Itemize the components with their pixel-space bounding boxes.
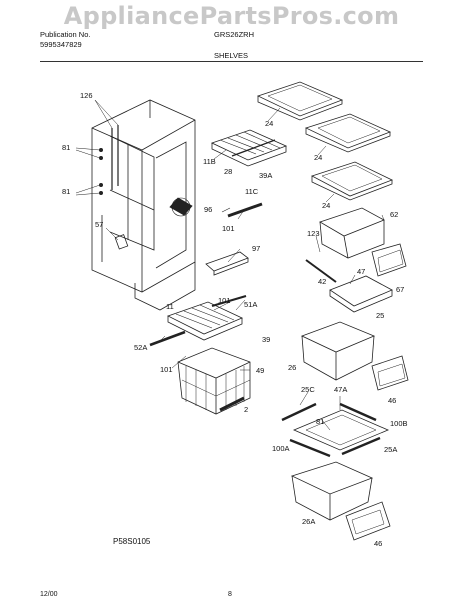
callout-28: 28 — [224, 167, 232, 176]
callout-101-lower: 101 — [160, 365, 173, 374]
crisper-pan-62 — [319, 207, 385, 259]
section-title: SHELVES — [214, 51, 249, 60]
callout-81-cover: 81 — [316, 417, 324, 426]
callout-100a: 100A — [272, 444, 290, 453]
callout-26a: 26A — [302, 517, 315, 526]
callout-97: 97 — [252, 244, 260, 253]
callout-46-lower: 46 — [374, 539, 382, 548]
callout-11: 11 — [166, 302, 174, 311]
callout-126: 126 — [80, 91, 93, 100]
rail-100b — [339, 402, 377, 422]
callout-39: 39 — [262, 335, 270, 344]
crisper-bin-46-lower — [345, 501, 391, 541]
wire-shelf-11 — [166, 294, 247, 341]
model-number: GRS26ZRH — [214, 30, 255, 39]
callout-51a: 51A — [244, 300, 257, 309]
diagram-code: P58S0105 — [113, 537, 151, 546]
callout-49: 49 — [256, 366, 264, 375]
glass-shelf-middle — [304, 113, 392, 153]
callout-100b: 100B — [390, 419, 408, 428]
glass-shelf-top — [256, 81, 344, 121]
rail-11c — [227, 202, 263, 218]
callout-25c: 25C — [301, 385, 315, 394]
crisper-pan-26a — [290, 461, 374, 521]
crisper-cover-47 — [329, 275, 393, 313]
glass-shelf-lower — [310, 161, 394, 201]
rail-2 — [219, 396, 245, 412]
publication-label: Publication No. — [40, 30, 91, 39]
rail-42 — [305, 259, 337, 283]
callout-47: 47 — [357, 267, 365, 276]
footer-date: 12/00 — [40, 591, 58, 598]
callout-24-middle: 24 — [314, 153, 322, 162]
callout-labels: 126 81 81 57 24 24 24 11B 28 39A 11C 96 … — [62, 91, 408, 548]
callout-42: 42 — [318, 277, 326, 286]
crisper-bin-46-upper — [371, 355, 409, 391]
callout-39a: 39A — [259, 171, 272, 180]
wire-shelf-11b — [210, 129, 288, 167]
callout-62: 62 — [390, 210, 398, 219]
callout-123: 123 — [307, 229, 320, 238]
callout-11c: 11C — [245, 187, 259, 196]
callout-11b: 11B — [203, 157, 216, 166]
callout-101-middle: 101 — [218, 296, 231, 305]
screw-96 — [221, 207, 231, 213]
callout-46-upper: 46 — [388, 396, 396, 405]
header-rule — [40, 61, 423, 62]
callout-24-lower: 24 — [322, 201, 330, 210]
rail-52a — [149, 330, 186, 347]
wire-basket-49 — [177, 347, 251, 415]
callout-96: 96 — [204, 205, 212, 214]
footer-page-number: 8 — [228, 591, 232, 598]
callout-25: 25 — [376, 311, 384, 320]
callout-2: 2 — [244, 405, 248, 414]
shelf-support-97 — [205, 251, 249, 276]
callout-26: 26 — [288, 363, 296, 372]
callout-47a: 47A — [334, 385, 347, 394]
watermark: AppliancePartsPros.com — [63, 2, 400, 30]
publication-number: 5995347829 — [40, 40, 82, 49]
callout-81-upper: 81 — [62, 143, 70, 152]
callout-101-upper: 101 — [222, 224, 235, 233]
rail-100a — [289, 438, 331, 458]
leader-lines — [157, 107, 385, 431]
rail-25c — [281, 402, 317, 422]
cover-glass-lower — [292, 409, 390, 451]
callout-25a: 25A — [384, 445, 397, 454]
crisper-pan-26 — [300, 321, 376, 381]
rail-25a — [341, 436, 381, 456]
callout-81-lower: 81 — [62, 187, 70, 196]
crisper-bin-67 — [371, 243, 407, 277]
cabinet — [75, 99, 196, 311]
callout-52a: 52A — [134, 343, 147, 352]
callout-24-top: 24 — [265, 119, 273, 128]
callout-67: 67 — [396, 285, 404, 294]
callout-57: 57 — [95, 220, 103, 229]
